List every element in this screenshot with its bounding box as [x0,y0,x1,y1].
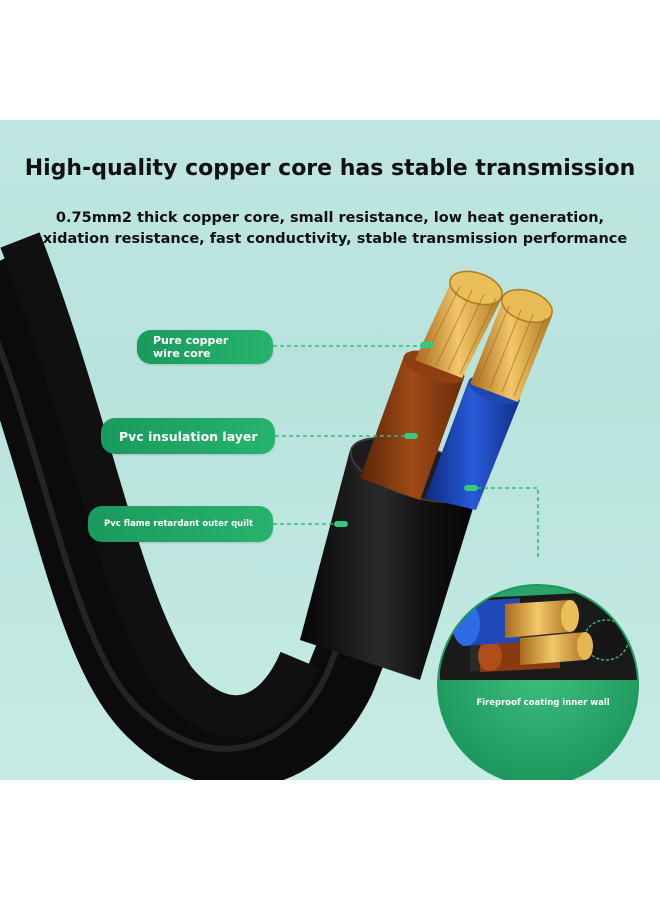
product-panel: High-quality copper core has stable tran… [0,120,660,780]
subtitle-line-2: oxidation resistance, fast conductivity,… [32,231,628,247]
callout-copper-core: Pure copper wire core [137,330,273,364]
inset-detail [438,585,638,780]
page-title: High-quality copper core has stable tran… [24,156,636,181]
cable-illustration [0,232,639,780]
page-subtitle: 0.75mm2 thick copper core, small resista… [0,208,660,250]
inset-caption: Fireproof coating inner wall [476,698,610,708]
callout-copper-line-1: Pure copper [153,334,229,347]
callout-insulation-layer: Pvc insulation layer [101,418,275,454]
callout-copper-line-2: wire core [153,347,211,360]
subtitle-line-1: 0.75mm2 thick copper core, small resista… [55,210,605,226]
callout-outer-quilt: Pvc flame retardant outer quilt [88,506,273,542]
blue-wire [425,382,520,510]
cable-loop [0,255,453,780]
outer-sheath [300,450,478,680]
brown-wire [360,356,464,500]
